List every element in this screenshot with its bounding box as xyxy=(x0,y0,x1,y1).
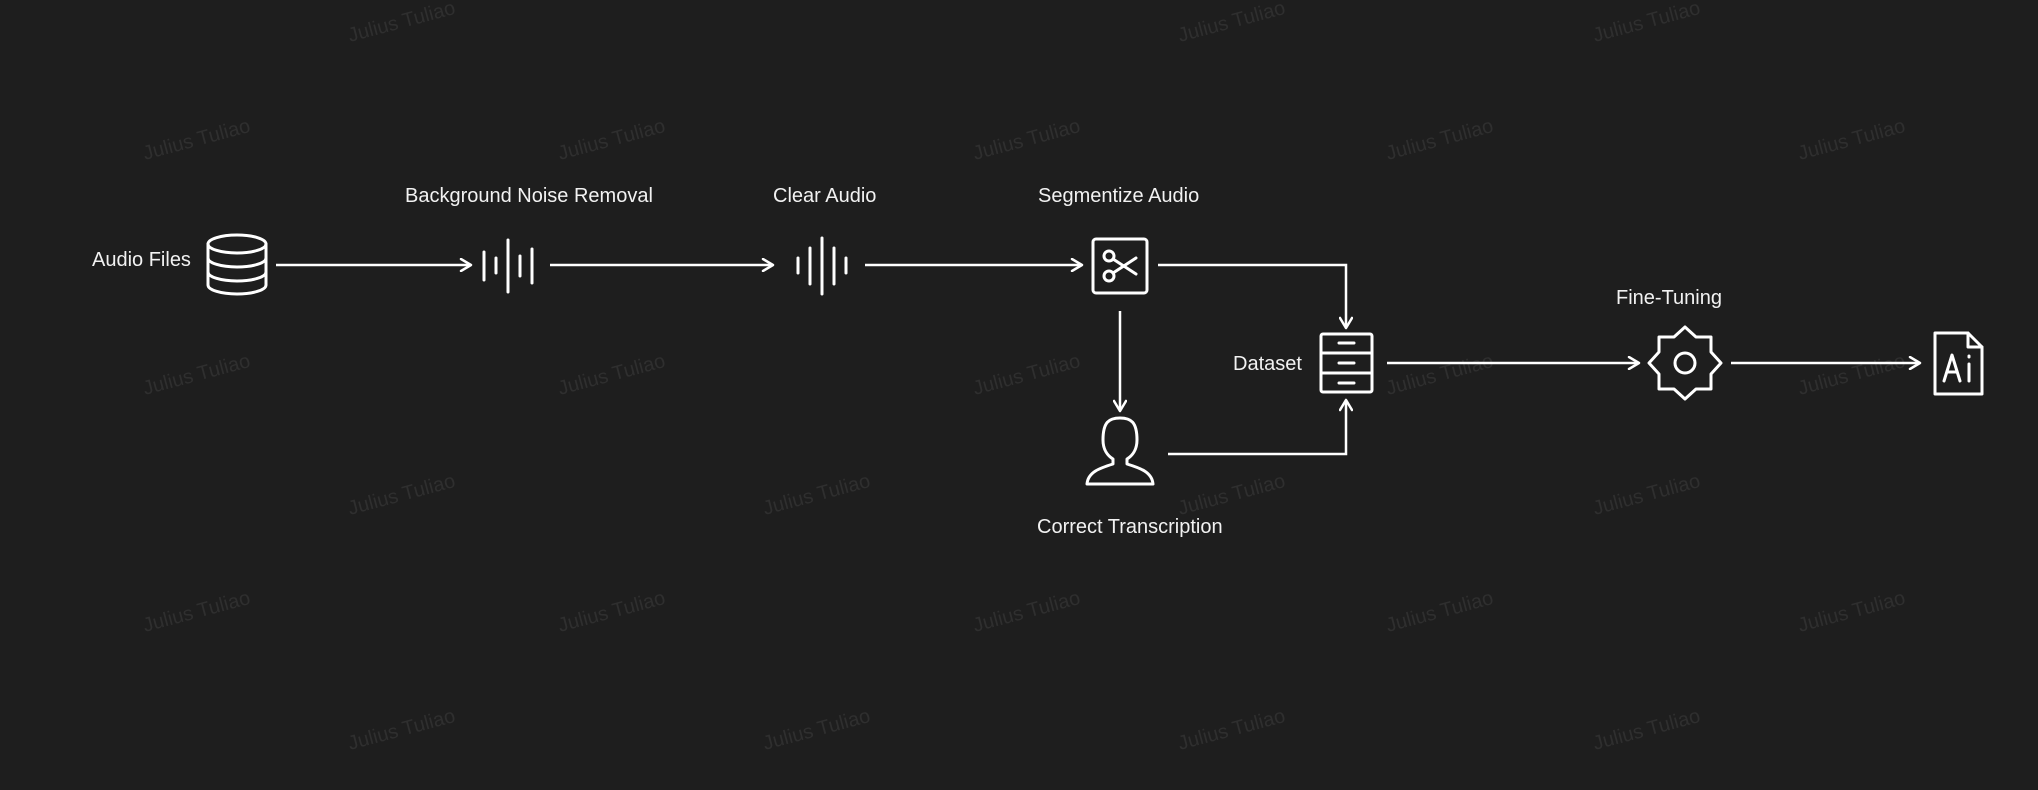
node-ai-model xyxy=(1933,331,1984,396)
watermark: Julius Tuliao xyxy=(1176,0,1288,47)
edge-segmentize-to-dataset xyxy=(1158,263,1346,327)
server-stack-icon xyxy=(1319,332,1374,394)
watermark: Julius Tuliao xyxy=(556,115,668,165)
watermark: Julius Tuliao xyxy=(1384,587,1496,637)
watermark: Julius Tuliao xyxy=(1176,705,1288,755)
dataset-label: Dataset xyxy=(1233,353,1302,375)
node-correct-transcription: Correct Transcription xyxy=(1037,416,1223,538)
watermark: Julius Tuliao xyxy=(1591,705,1703,755)
node-audio-files: Audio Files xyxy=(92,233,268,296)
watermark: Julius Tuliao xyxy=(1796,115,1908,165)
watermark: Julius Tuliao xyxy=(556,350,668,400)
node-clear-audio: Clear Audio xyxy=(773,185,876,296)
waveform-icon xyxy=(796,236,848,296)
watermark: Julius Tuliao xyxy=(1591,0,1703,47)
watermark: Julius Tuliao xyxy=(141,587,253,637)
node-segmentize-audio: Segmentize Audio xyxy=(1038,185,1199,295)
correct-transcription-label: Correct Transcription xyxy=(1037,516,1223,538)
edges xyxy=(276,263,1919,456)
watermark-layer: Julius Tuliao Julius Tuliao Julius Tulia… xyxy=(141,0,1908,755)
watermark: Julius Tuliao xyxy=(1591,470,1703,520)
clear-audio-label: Clear Audio xyxy=(773,185,876,207)
watermark: Julius Tuliao xyxy=(1384,115,1496,165)
watermark: Julius Tuliao xyxy=(761,705,873,755)
node-fine-tuning: Fine-Tuning xyxy=(1616,287,1723,401)
gear-icon xyxy=(1647,325,1723,401)
scissors-icon xyxy=(1091,237,1149,295)
segmentize-audio-label: Segmentize Audio xyxy=(1038,185,1199,207)
watermark: Julius Tuliao xyxy=(141,115,253,165)
audio-files-label: Audio Files xyxy=(92,249,191,271)
edge-transcription-to-dataset xyxy=(1168,401,1346,456)
database-icon xyxy=(206,233,268,296)
watermark: Julius Tuliao xyxy=(346,0,458,47)
watermark: Julius Tuliao xyxy=(971,587,1083,637)
watermark: Julius Tuliao xyxy=(1796,350,1908,400)
node-background-noise-removal: Background Noise Removal xyxy=(405,185,653,294)
ai-file-icon xyxy=(1933,331,1984,396)
watermark: Julius Tuliao xyxy=(1176,470,1288,520)
watermark: Julius Tuliao xyxy=(1384,350,1496,400)
watermark: Julius Tuliao xyxy=(556,587,668,637)
person-icon xyxy=(1085,416,1155,486)
fine-tuning-label: Fine-Tuning xyxy=(1616,287,1722,309)
watermark: Julius Tuliao xyxy=(1796,587,1908,637)
watermark: Julius Tuliao xyxy=(761,470,873,520)
watermark: Julius Tuliao xyxy=(971,115,1083,165)
waveform-icon xyxy=(482,238,534,294)
node-dataset: Dataset xyxy=(1233,332,1374,394)
watermark: Julius Tuliao xyxy=(141,350,253,400)
watermark: Julius Tuliao xyxy=(346,470,458,520)
watermark: Julius Tuliao xyxy=(346,705,458,755)
background-noise-removal-label: Background Noise Removal xyxy=(405,185,653,207)
watermark: Julius Tuliao xyxy=(971,350,1083,400)
